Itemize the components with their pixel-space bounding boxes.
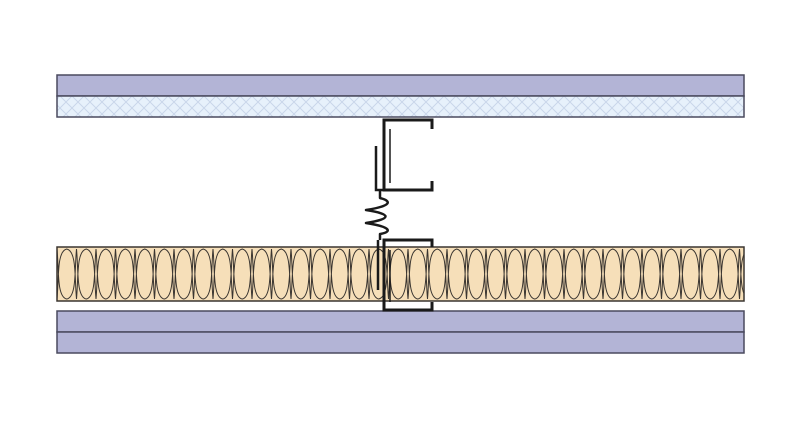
insulation-layer	[56, 246, 745, 302]
board-layer-top-outer	[56, 74, 745, 97]
board-layer-top-inner	[56, 95, 745, 118]
board-layer-bottom-inner	[56, 310, 745, 333]
resilient-connector	[364, 190, 389, 240]
insulation-loop-pattern	[57, 248, 744, 300]
board-layer-bottom-outer	[56, 331, 745, 354]
lower-c-stud	[376, 238, 434, 312]
upper-c-stud	[374, 118, 434, 192]
